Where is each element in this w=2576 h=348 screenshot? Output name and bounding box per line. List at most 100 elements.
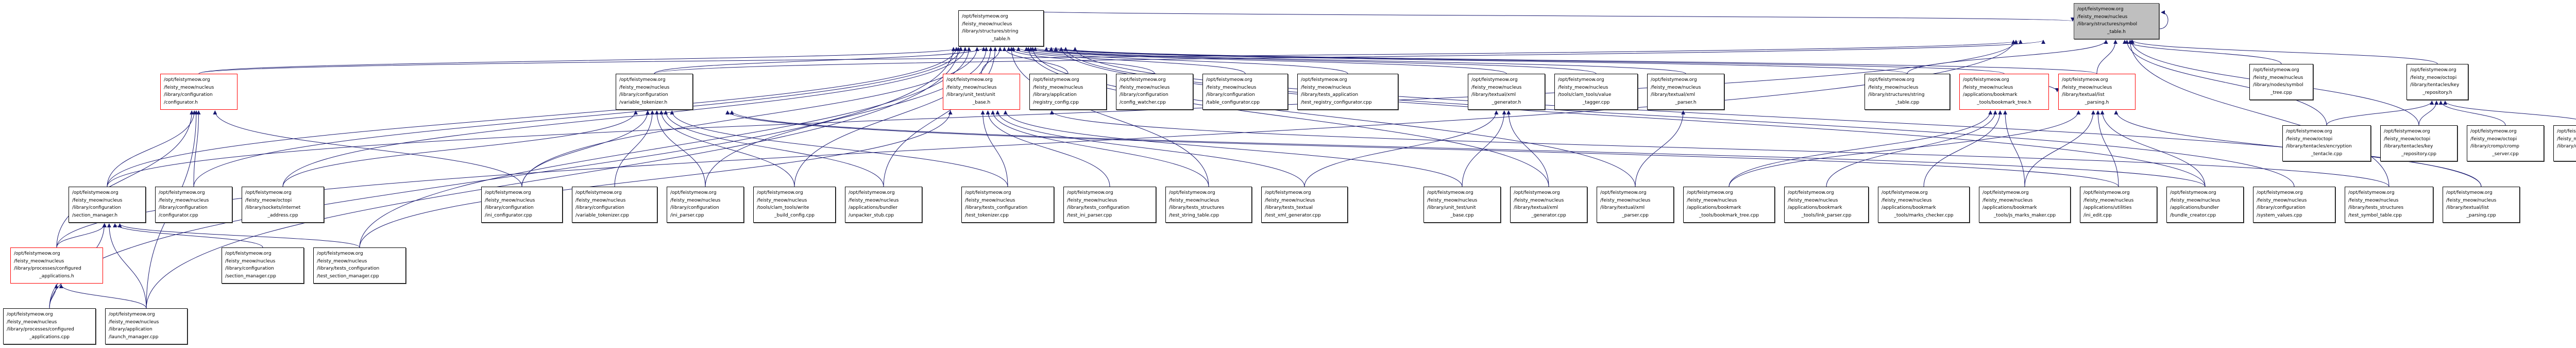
node-label-line: /opt/feistymeow.org [575,190,622,195]
graph-node-string-table-cpp[interactable]: /opt/feistymeow.org/feisty_meow/nucleus/… [1865,74,1950,110]
graph-node-configured-applications-h[interactable]: /opt/feistymeow.org/feisty_meow/nucleus/… [10,247,103,284]
node-label-line: /applications/bookmark [1687,205,1741,210]
node-label-line: /library/configuration [164,92,213,97]
graph-node-xml-parser-cpp[interactable]: /opt/feistymeow.org/feisty_meow/nucleus/… [1597,187,1674,223]
graph-node-symbol-table-h[interactable]: /opt/feistymeow.org/feisty_meow/nucleus/… [2074,3,2159,39]
graph-node-ini-parser-cpp[interactable]: /opt/feistymeow.org/feisty_meow/nucleus/… [667,187,744,223]
graph-node-js-marks-maker-cpp[interactable]: /opt/feistymeow.org/feisty_meow/nucleus/… [1979,187,2071,223]
node-label-line: /launch_manager.cpp [109,334,159,340]
graph-node-test-tokenizer-cpp[interactable]: /opt/feistymeow.org/feisty_meow/nucleus/… [961,187,1054,223]
node-label-line: _address.cpp [267,212,298,218]
node-label-line: /feisty_meow/octopi [2410,75,2457,80]
graph-node-key-repository-cpp[interactable]: /opt/feistymeow.org/feisty_meow/octopi/l… [2380,125,2458,161]
graph-node-test-section-manager-cpp[interactable]: /opt/feistymeow.org/feisty_meow/nucleus/… [313,247,406,284]
node-label-line: /library/configuration [485,205,534,210]
node-label-line: /feisty_meow/octopi [2470,136,2517,142]
edge-unit-base-h-to-string-table-h [981,47,1003,74]
graph-node-key-repository-h[interactable]: /opt/feistymeow.org/feisty_meow/octopi/l… [2406,64,2468,100]
graph-node-unit-base-cpp[interactable]: /opt/feistymeow.org/feisty_meow/nucleus/… [1423,187,1501,223]
node-label-line: /library/processes/configured [14,266,81,271]
node-label-line: /opt/feistymeow.org [1033,77,1079,82]
edge-ini-parser-cpp-to-variable-tokenizer-h [654,110,706,187]
graph-node-config-watcher-cpp[interactable]: /opt/feistymeow.org/feisty_meow/nucleus/… [1116,74,1193,110]
node-label-line: /feisty_meow/nucleus [962,21,1012,27]
node-label-line: /feisty_meow/nucleus [1471,85,1522,90]
node-label-line: /opt/feistymeow.org [2384,129,2430,134]
graph-node-configurator-h[interactable]: /opt/feistymeow.org/feisty_meow/nucleus/… [160,74,238,110]
graph-node-test-string-table-cpp[interactable]: /opt/feistymeow.org/feisty_meow/nucleus/… [1165,187,1252,223]
edge-xml-parser-h-to-string-table-h [1033,47,1686,74]
node-label-line: /opt/feistymeow.org [2083,190,2130,195]
graph-node-cromp-client-cpp[interactable]: /opt/feistymeow.org/feisty_meow/octopi/l… [2553,125,2576,161]
graph-node-test-xml-generator-cpp[interactable]: /opt/feistymeow.org/feisty_meow/nucleus/… [1261,187,1348,223]
edge-js-marks-maker-cpp-to-bookmark-tree-h [2003,110,2025,187]
graph-node-xml-generator-h[interactable]: /opt/feistymeow.org/feisty_meow/nucleus/… [1468,74,1545,110]
graph-node-variable-tokenizer-cpp[interactable]: /opt/feistymeow.org/feisty_meow/nucleus/… [572,187,657,223]
graph-node-test-ini-parser-cpp[interactable]: /opt/feistymeow.org/feisty_meow/nucleus/… [1063,187,1156,223]
graph-node-list-parsing-cpp[interactable]: /opt/feistymeow.org/feisty_meow/nucleus/… [2443,187,2520,223]
node-label-line: /library/textual/xml [1471,92,1516,97]
node-label-line: /feisty_meow/nucleus [670,197,721,203]
graph-node-unpacker-stub-cpp[interactable]: /opt/feistymeow.org/feisty_meow/nucleus/… [845,187,922,223]
graph-node-encryption-tentacle-cpp[interactable]: /opt/feistymeow.org/feisty_meow/octopi/l… [2282,125,2371,161]
node-label-line: _build_config.cpp [774,212,815,218]
edge-bookmark-tree-cpp-to-list-parsing-h [1728,110,2081,187]
edge-configurator-h-to-symbol-table-h [198,40,2023,74]
graph-node-launch-manager-cpp[interactable]: /opt/feistymeow.org/feisty_meow/nucleus/… [105,308,188,344]
node-label-line: /opt/feistymeow.org [1067,190,1113,195]
graph-node-section-manager-h[interactable]: /opt/feistymeow.org/feisty_meow/nucleus/… [69,187,146,223]
node-label-line: /library/textual/list [2446,205,2489,210]
edge-configurator-cpp-to-string-table-h [193,47,963,187]
graph-node-configurator-cpp[interactable]: /opt/feistymeow.org/feisty_meow/nucleus/… [155,187,232,223]
graph-node-symbol-tree-cpp[interactable]: /opt/feistymeow.org/feisty_meow/nucleus/… [2249,64,2313,100]
graph-node-internet-address-cpp[interactable]: /opt/feistymeow.org/feisty_meow/octopi/l… [242,187,324,223]
node-label-line: /config_watcher.cpp [1120,100,1166,105]
graph-node-system-values-cpp[interactable]: /opt/feistymeow.org/feisty_meow/nucleus/… [2253,187,2335,223]
node-label-line: /section_manager.cpp [225,273,276,279]
node-label-line: /system_values.cpp [2257,212,2302,218]
node-label-line: /feisty_meow/nucleus [757,197,807,203]
node-label-line: /library/structures/string [962,29,1019,34]
edge-unit-base-cpp-to-xml-generator-h [1462,110,1506,187]
graph-node-bundle-creator-cpp[interactable]: /opt/feistymeow.org/feisty_meow/nucleus/… [2166,187,2244,223]
graph-node-xml-parser-h[interactable]: /opt/feistymeow.org/feisty_meow/nucleus/… [1647,74,1724,110]
graph-node-unit-base-h[interactable]: /opt/feistymeow.org/feisty_meow/nucleus/… [943,74,1020,110]
node-label-line: /opt/feistymeow.org [1169,190,1215,195]
node-label-line: /library/tests_configuration [317,266,380,271]
edge-string-table-cpp-to-string-table-h [1044,47,1908,74]
graph-node-bookmark-tree-h[interactable]: /opt/feistymeow.org/feisty_meow/nucleus/… [1959,74,2049,110]
graph-node-test-registry-configurator-cpp[interactable]: /opt/feistymeow.org/feisty_meow/nucleus/… [1297,74,1398,110]
graph-node-bookmark-tree-cpp[interactable]: /opt/feistymeow.org/feisty_meow/nucleus/… [1683,187,1775,223]
node-label-line: /library/cromp/cromp [2557,144,2576,149]
graph-node-ini-configurator-cpp[interactable]: /opt/feistymeow.org/feisty_meow/nucleus/… [481,187,563,223]
graph-node-section-manager-cpp[interactable]: /opt/feistymeow.org/feisty_meow/nucleus/… [222,247,304,284]
graph-node-list-parsing-h[interactable]: /opt/feistymeow.org/feisty_meow/nucleus/… [2058,74,2136,110]
edge-variable-tokenizer-h-to-string-table-h [654,47,986,74]
graph-node-write-build-config-cpp[interactable]: /opt/feistymeow.org/feisty_meow/nucleus/… [753,187,836,223]
graph-node-cromp-server-cpp[interactable]: /opt/feistymeow.org/feisty_meow/octopi/l… [2467,125,2544,161]
node-label-line: /library/configuration [225,266,274,271]
node-label-line: /opt/feistymeow.org [2062,77,2108,82]
edge-variable-tokenizer-h-to-symbol-table-h [654,40,2045,74]
node-label-line: /feisty_meow/nucleus [2083,197,2134,203]
graph-node-marks-checker-cpp[interactable]: /opt/feistymeow.org/feisty_meow/nucleus/… [1878,187,1970,223]
node-label-line: /library/unit_test/unit [1427,205,1476,210]
graph-node-variable-tokenizer-h[interactable]: /opt/feistymeow.org/feisty_meow/nucleus/… [616,74,693,110]
graph-node-test-symbol-table-cpp[interactable]: /opt/feistymeow.org/feisty_meow/nucleus/… [2345,187,2433,223]
graph-node-table-configurator-cpp[interactable]: /opt/feistymeow.org/feisty_meow/nucleus/… [1202,74,1288,110]
node-label-line: /opt/feistymeow.org [619,77,666,82]
node-label-line: /feisty_meow/nucleus [1882,197,1932,203]
edge-configured-applications-h-to-configurator-h [56,110,194,248]
graph-node-registry-config-cpp[interactable]: /opt/feistymeow.org/feisty_meow/nucleus/… [1029,74,1107,110]
graph-node-value-tagger-cpp[interactable]: /opt/feistymeow.org/feisty_meow/nucleus/… [1554,74,1638,110]
graph-node-ini-edit-cpp[interactable]: /opt/feistymeow.org/feisty_meow/nucleus/… [2080,187,2157,223]
edge-ini-configurator-cpp-to-string-table-h [521,47,979,187]
graph-node-configured-applications-cpp[interactable]: /opt/feistymeow.org/feisty_meow/nucleus/… [3,308,96,344]
graph-node-xml-generator-cpp[interactable]: /opt/feistymeow.org/feisty_meow/nucleus/… [1510,187,1587,223]
edge-section-manager-h-to-symbol-table-h [107,40,2018,187]
graph-node-link-parser-cpp[interactable]: /opt/feistymeow.org/feisty_meow/nucleus/… [1784,187,1869,223]
node-label-line: /applications/bookmark [1982,205,2037,210]
node-label-line: /library/tests_structures [2348,205,2404,210]
node-label-line: _tools/bookmark_tree.h [1977,100,2031,105]
graph-node-string-table-h[interactable]: /opt/feistymeow.org/feisty_meow/nucleus/… [958,10,1044,46]
